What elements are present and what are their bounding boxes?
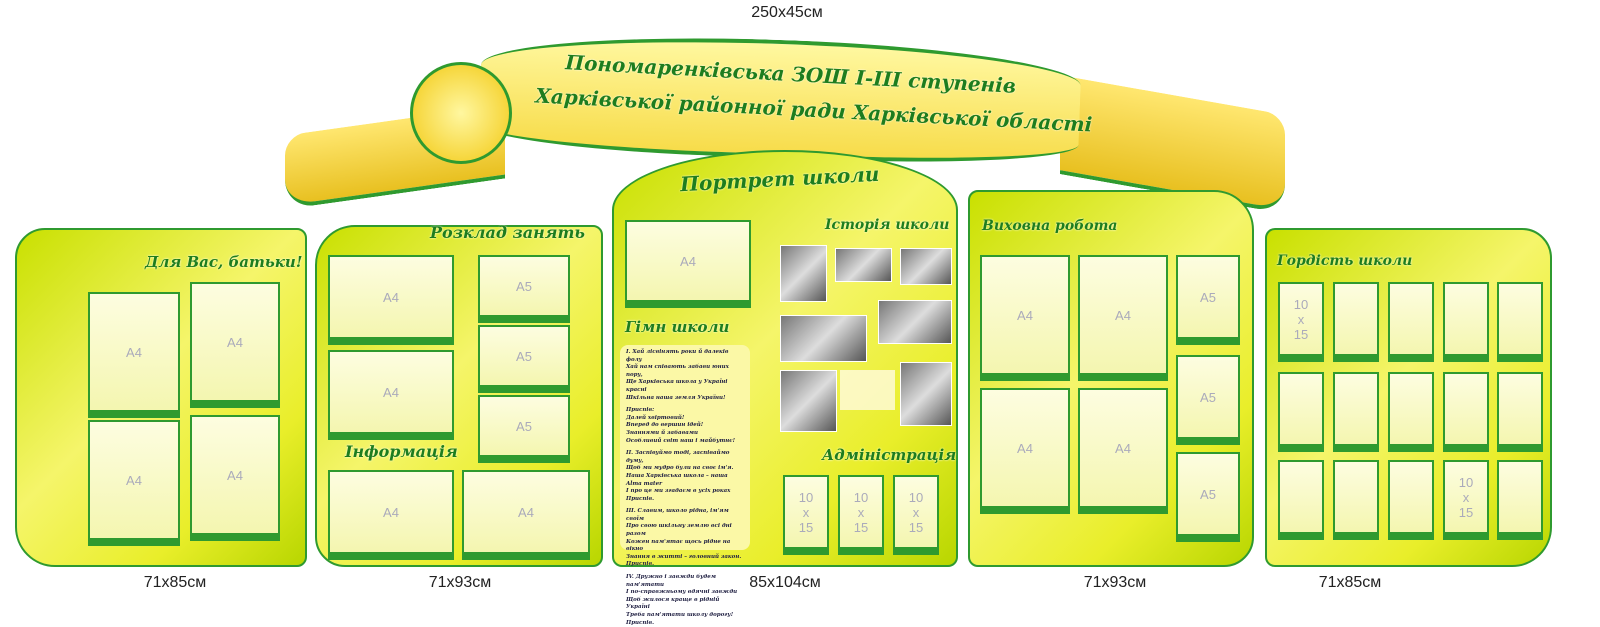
pocket-photo — [1388, 460, 1434, 540]
pocket-photo: 10 x 15 — [838, 475, 884, 555]
anthem-line: Наша Харківська школа – наша Alma mater — [626, 472, 728, 487]
size-label: 71x93см — [1083, 574, 1147, 591]
anthem-line: Хай нам співають забави юних пору, — [626, 364, 729, 378]
pocket-photo — [1443, 372, 1489, 452]
pocket-a5: A5 — [478, 395, 570, 463]
pocket-photo — [1333, 372, 1379, 452]
pocket-a4: A4 — [88, 420, 180, 546]
pocket-a4: A4 — [328, 255, 454, 345]
panel-parents-title: Для Вас, батьки! — [145, 253, 303, 271]
pocket-a4: A4 — [625, 220, 751, 308]
pocket-a4: A4 — [1078, 388, 1168, 514]
history-caption — [840, 370, 895, 410]
panel-info-title: Інформація — [345, 442, 458, 461]
pocket-photo — [1497, 282, 1543, 362]
pocket-a5: A5 — [478, 255, 570, 323]
size-label: 71x85см — [143, 574, 207, 591]
anthem-line: Знання в житті – головний закон. — [626, 553, 742, 560]
pocket-photo — [1443, 282, 1489, 362]
admin-title: Адміністрація — [822, 446, 957, 464]
pocket-a5: A5 — [1176, 255, 1240, 345]
anthem-line: Приспів. — [626, 619, 655, 626]
pocket-photo — [1333, 460, 1379, 540]
size-label: 85x104см — [749, 574, 821, 591]
pocket-a4: A4 — [1078, 255, 1168, 381]
history-photo — [835, 248, 892, 282]
anthem-line: Щоб жилося краще в рідній Україні — [626, 596, 720, 611]
anthem-line: Знаннями й забавами — [626, 429, 699, 436]
anthem-line: III. Славим, школо рідна, ім'ям своїм — [626, 508, 729, 522]
history-photo — [780, 370, 837, 432]
pocket-photo — [1333, 282, 1379, 362]
anthem-line: Приспів. — [626, 495, 655, 502]
history-photo — [900, 248, 952, 285]
anthem-line: II. Заспівуймо тоді, заспіваймо думу, — [626, 450, 730, 464]
pocket-photo — [1278, 372, 1324, 452]
anthem-line: Про свою шкільну землю всі дні разом — [626, 523, 732, 538]
school-emblem — [410, 62, 512, 164]
anthem-line: І по-справжньому вдячні завжди — [626, 589, 738, 596]
pocket-photo: 10 x 15 — [1278, 282, 1324, 362]
history-photo — [900, 362, 952, 426]
anthem-title: Гімн школи — [625, 318, 730, 336]
overall-size-label: 250x45см — [751, 4, 823, 21]
pocket-a5: A5 — [1176, 355, 1240, 445]
anthem-line: Ще Харківська школа у Україні красні — [626, 379, 728, 393]
anthem-line: Треба пам'ятати школу дорогу! — [626, 612, 734, 618]
anthem-line: І про це ми згадаєм в усіх роках — [626, 488, 731, 495]
anthem-line: Особливий світ наш і майбутнє! — [626, 437, 736, 444]
pocket-photo: 10 x 15 — [893, 475, 939, 555]
pocket-photo: 10 x 15 — [1443, 460, 1489, 540]
anthem-line: Далей хвіртовий! — [626, 414, 685, 421]
history-photo — [878, 300, 952, 344]
size-label: 71x93см — [428, 574, 492, 591]
pocket-a4: A4 — [462, 470, 590, 560]
pocket-a4: A4 — [328, 350, 454, 440]
pocket-a4: A4 — [980, 388, 1070, 514]
history-title: Історія школи — [825, 217, 950, 233]
pocket-a4: A4 — [190, 415, 280, 541]
anthem-line: Щоб ми мудро були на своє ім'я. — [626, 465, 734, 472]
pocket-a5: A5 — [1176, 452, 1240, 542]
anthem-line: Шкільна наша земля України! — [626, 394, 726, 401]
pocket-photo — [1278, 460, 1324, 540]
pocket-photo — [1497, 460, 1543, 540]
pocket-photo — [1388, 372, 1434, 452]
size-label: 71x85см — [1318, 574, 1382, 591]
pocket-photo — [1497, 372, 1543, 452]
anthem-line: IV. Дружно і завжди будем пам'ятати — [626, 574, 716, 588]
pocket-a4: A4 — [980, 255, 1070, 381]
pocket-a4: A4 — [328, 470, 454, 560]
history-photo — [780, 315, 867, 362]
anthem-line: I. Хай лісвінять роки й далеків фолу — [626, 349, 729, 363]
anthem-line: Вперед до вершин ідей! — [626, 422, 704, 429]
anthem-line: Приспів. — [626, 561, 655, 568]
pocket-a4: A4 — [190, 282, 280, 408]
panel-education-title: Виховна робота — [982, 218, 1118, 234]
panel-schedule-title: Розклад занять — [430, 223, 585, 242]
pocket-photo — [1388, 282, 1434, 362]
pocket-photo: 10 x 15 — [783, 475, 829, 555]
history-photo — [780, 245, 827, 302]
pocket-a5: A5 — [478, 325, 570, 393]
pocket-a4: A4 — [88, 292, 180, 418]
panel-pride-title: Гордість школи — [1277, 253, 1413, 269]
anthem-line: Приспів: — [626, 407, 655, 414]
anthem-line: Кожен пам'ятає щось рідне на вікно — [626, 538, 731, 553]
